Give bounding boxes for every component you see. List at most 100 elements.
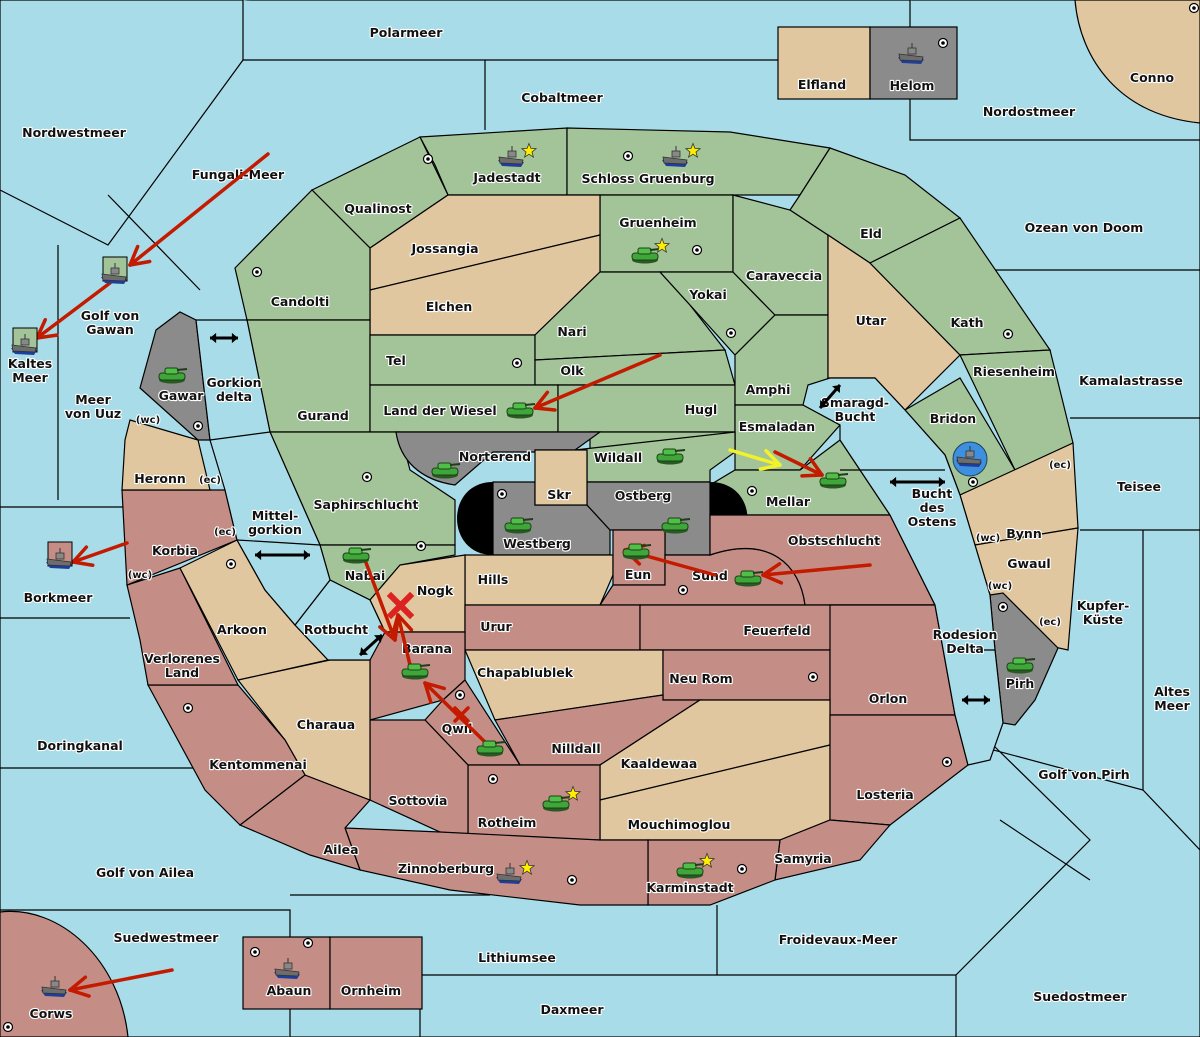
label-line: Gawar (159, 388, 205, 403)
label-line: Mittel- (252, 508, 299, 523)
coast-marker-wc: (wc) (988, 581, 1012, 592)
failed-order-x-icon (453, 706, 470, 723)
supply-center-icon (182, 702, 194, 714)
label-tel: Tel (386, 353, 406, 368)
label-mouchimoglou: Mouchimoglou (628, 817, 731, 832)
label-zinnoberburg: Zinnoberburg (398, 861, 494, 876)
label-teisee: Teisee (1117, 479, 1161, 494)
label-line: Olk (560, 363, 584, 378)
label-daxmeer: Daxmeer (540, 1002, 604, 1017)
label-line: Doringkanal (37, 738, 123, 753)
label-line: Bridon (930, 411, 976, 426)
label-line: Norterend (459, 449, 531, 464)
army-unit-icon[interactable] (476, 740, 506, 757)
sea-gorkion[interactable] (195, 319, 331, 626)
army-unit-icon[interactable] (622, 543, 652, 560)
coast-marker-ec: (ec) (214, 527, 236, 538)
label-ozean: Ozean von Doom (1025, 220, 1144, 235)
label-line: Meer (12, 370, 48, 385)
double-arrow-icon (890, 476, 945, 488)
fleet-unit-icon[interactable] (496, 859, 536, 885)
label-line: Kaltes (8, 356, 52, 371)
label-line: Hugl (685, 402, 718, 417)
move-arrow-suedwest-corws (68, 968, 174, 998)
army-unit-icon[interactable] (506, 402, 536, 419)
fleet-unit-icon[interactable] (11, 327, 38, 355)
army-unit-icon[interactable] (676, 852, 716, 879)
label-saphir: Saphirschlucht (314, 497, 419, 512)
label-line: Saphirschlucht (314, 497, 419, 512)
label-line: gorkion (248, 522, 302, 537)
army-unit-icon[interactable] (656, 448, 686, 465)
label-doringkanal: Doringkanal (37, 738, 123, 753)
army-unit-icon[interactable] (734, 570, 764, 587)
province-ornheim[interactable] (329, 936, 423, 1010)
label-line: Wildall (594, 450, 642, 465)
fleet-unit-icon[interactable] (46, 541, 73, 569)
province-gruenheim[interactable] (599, 194, 734, 273)
army-unit-icon[interactable] (158, 367, 188, 384)
province-corws[interactable] (0, 910, 129, 1037)
label-line: Samyria (774, 851, 832, 866)
label-line: Nordostmeer (983, 104, 1076, 119)
label-golf-pirh: Golf von Pirh (1038, 767, 1129, 782)
label-amphi: Amphi (746, 382, 791, 397)
label-nari: Nari (557, 324, 586, 339)
label-line: Gorkion (206, 375, 261, 390)
label-line: Tel (386, 353, 406, 368)
label-gwaul: Gwaul (1007, 556, 1050, 571)
army-unit-icon[interactable] (342, 547, 372, 564)
fleet-unit-icon[interactable] (274, 958, 300, 979)
army-unit-icon[interactable] (504, 517, 534, 534)
label-line: Küste (1083, 612, 1123, 627)
label-line: Rotbucht (304, 622, 368, 637)
province-verlorenes-land[interactable] (126, 567, 239, 686)
army-unit-icon[interactable] (1006, 657, 1036, 674)
fleet-unit-icon[interactable] (662, 142, 702, 168)
army-unit-icon[interactable] (542, 785, 582, 812)
label-line: Feuerfeld (743, 623, 810, 638)
support-arrow-wildall (728, 448, 782, 471)
fleet-unit-icon[interactable] (41, 976, 67, 997)
supply-center-icon (361, 471, 373, 483)
supply-center-icon (192, 420, 204, 432)
fleet-unit-icon[interactable] (101, 256, 128, 284)
green-provinces (234, 127, 1074, 601)
province-esmaladan[interactable] (734, 404, 841, 471)
fleet-unit-icon[interactable] (498, 142, 538, 168)
province-elfland[interactable] (777, 26, 871, 100)
province-conno[interactable] (1074, 0, 1200, 124)
army-unit-icon[interactable] (661, 517, 691, 534)
label-kentommenai: Kentommenai (209, 757, 307, 772)
label-line: Golf von Ailea (96, 865, 194, 880)
fleet-unit-icon[interactable] (898, 43, 924, 64)
supply-center-icon (251, 266, 263, 278)
army-unit-icon[interactable] (819, 472, 849, 489)
label-line: Losteria (856, 787, 913, 802)
fleet-unit-icon[interactable] (952, 441, 988, 477)
province-neu-rom[interactable] (662, 649, 831, 701)
label-golf-ailea: Golf von Ailea (96, 865, 194, 880)
army-unit-icon[interactable] (401, 663, 431, 680)
double-arrow-icon (358, 633, 384, 657)
label-line: Nogk (417, 583, 454, 598)
label-helom: Helom (890, 78, 935, 93)
province-heronn[interactable] (121, 419, 211, 491)
label-esmaladan: Esmaladan (739, 419, 815, 434)
label-line: Chapablublek (477, 665, 574, 680)
label-ostberg: Ostberg (615, 488, 672, 503)
province-losteria[interactable] (829, 714, 969, 826)
double-arrow-icon (255, 549, 310, 561)
label-elchen: Elchen (426, 299, 473, 314)
army-unit-icon[interactable] (631, 237, 671, 264)
label-kamalastrasse: Kamalastrasse (1079, 373, 1183, 388)
label-line: Eld (860, 226, 882, 241)
province-zinnoberburg[interactable] (344, 827, 649, 906)
province-skr[interactable] (534, 449, 588, 506)
label-line: Smaragd- (821, 395, 889, 410)
label-candolti: Candolti (271, 294, 330, 309)
supply-center-icon (454, 689, 466, 701)
army-unit-icon[interactable] (431, 462, 461, 479)
label-line: Ostberg (615, 488, 672, 503)
